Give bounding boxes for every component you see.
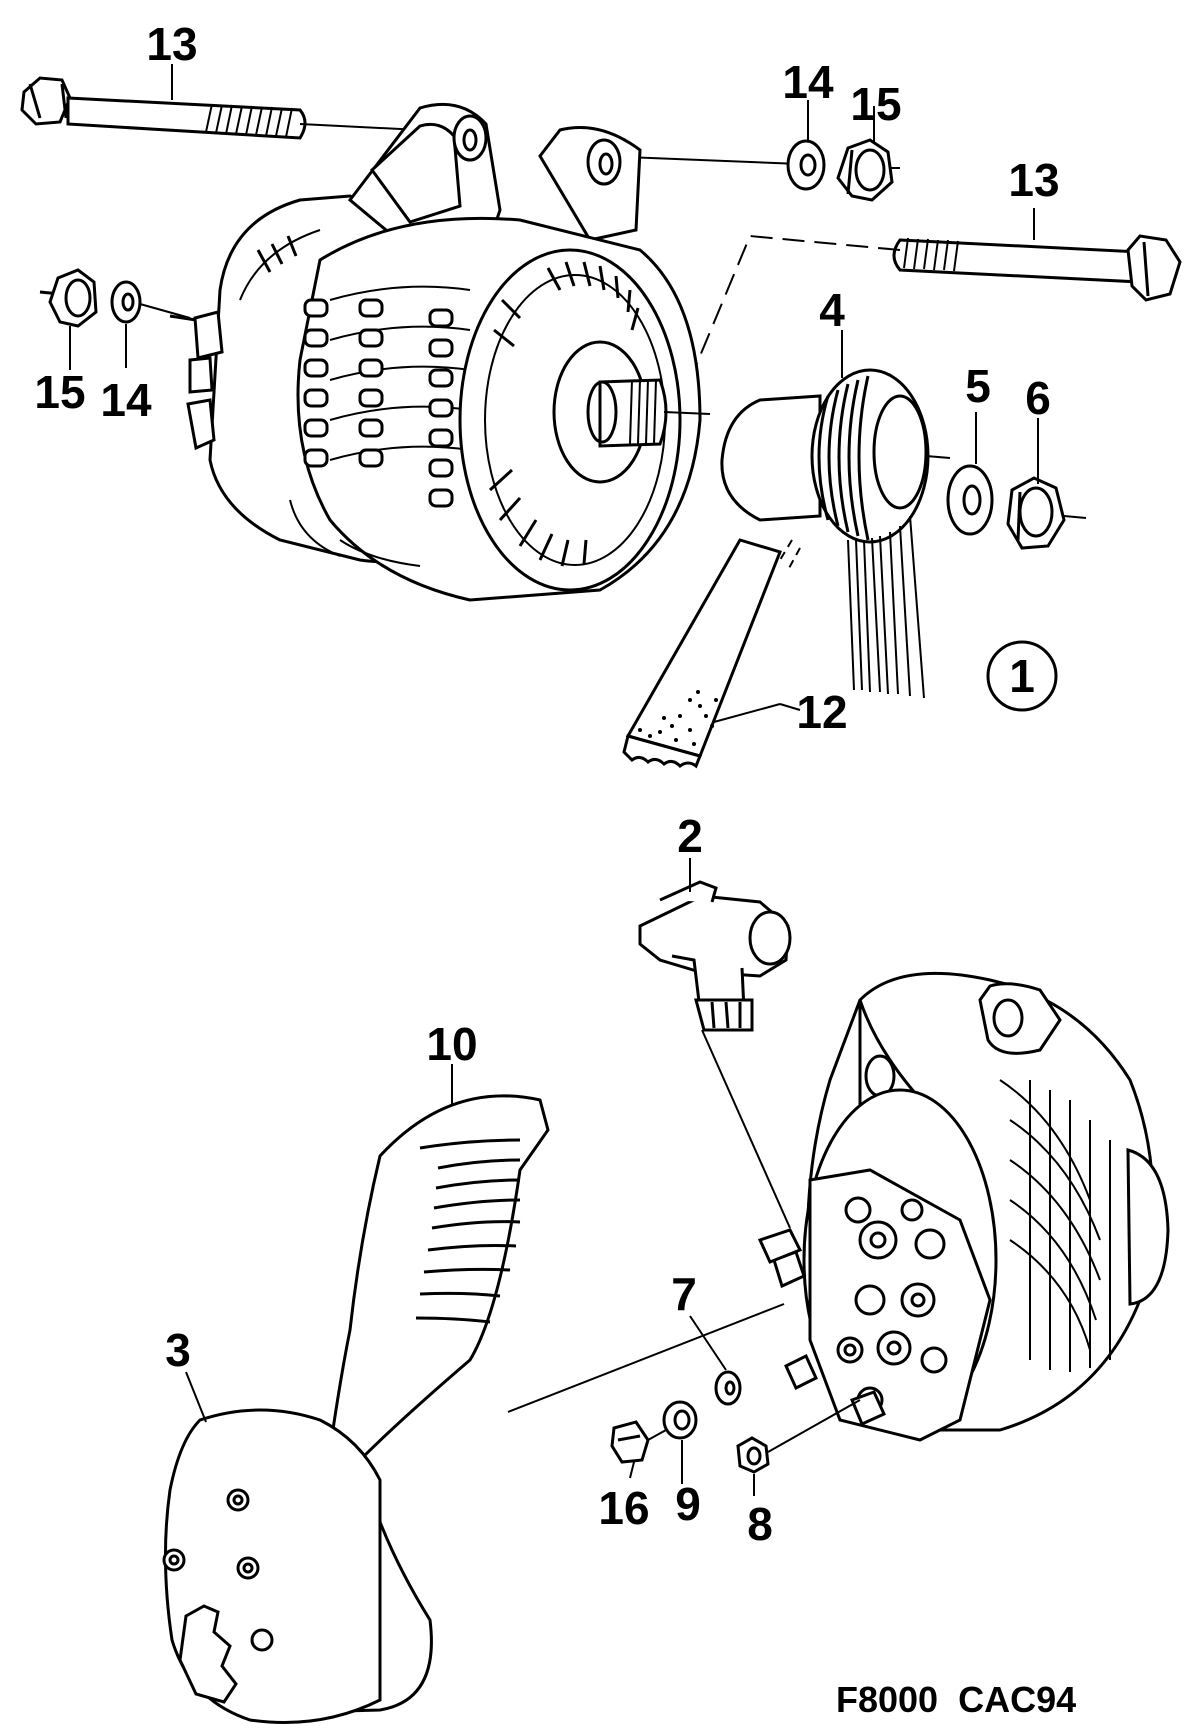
washer-14-left: [110, 280, 191, 324]
belt-strands: [847, 515, 925, 699]
callout-1-circled: 1: [1009, 650, 1035, 702]
callout-3: 3: [165, 1324, 191, 1376]
reference-code: F8000 CAC94: [836, 1679, 1076, 1720]
callout-13-right: 13: [1008, 154, 1059, 206]
leader-lines: [69, 64, 1039, 1496]
regulator-2: [638, 880, 792, 1229]
washer-5: [946, 464, 994, 536]
belt-12: [622, 538, 801, 769]
callout-13-upper: 13: [146, 18, 197, 70]
callout-6: 6: [1025, 372, 1051, 424]
nut-9: [662, 1400, 698, 1440]
callout-12: 12: [796, 686, 847, 738]
bolt-13-right: [892, 234, 1182, 302]
bolt-13-upper: [20, 76, 307, 140]
callout-14-left: 14: [100, 374, 152, 426]
alternator-lower: [757, 971, 1170, 1442]
callout-15-left: 15: [34, 366, 85, 418]
rear-cap-3: [162, 1408, 382, 1724]
stud-16: [610, 1420, 667, 1464]
nut-6: [1006, 476, 1087, 550]
callout-8: 8: [747, 1498, 773, 1550]
callout-14-upper: 14: [782, 56, 834, 108]
nut-15-left: [39, 268, 98, 328]
washer-14-upper: [786, 139, 826, 191]
washer-7: [714, 1370, 742, 1406]
pulley-4: [720, 368, 951, 544]
nut-8: [736, 1399, 861, 1474]
callout-9: 9: [675, 1478, 701, 1530]
callout-16: 16: [598, 1482, 649, 1534]
callout-7: 7: [671, 1268, 697, 1320]
alternator-upper: [169, 102, 711, 602]
callout-5: 5: [965, 360, 991, 412]
callout-4: 4: [819, 284, 845, 336]
callout-10: 10: [426, 1018, 477, 1070]
nut-15-upper: [836, 138, 894, 202]
assembly-marker-1: [986, 640, 1058, 712]
callout-15-upper: 15: [850, 78, 901, 130]
callout-2: 2: [677, 810, 703, 862]
